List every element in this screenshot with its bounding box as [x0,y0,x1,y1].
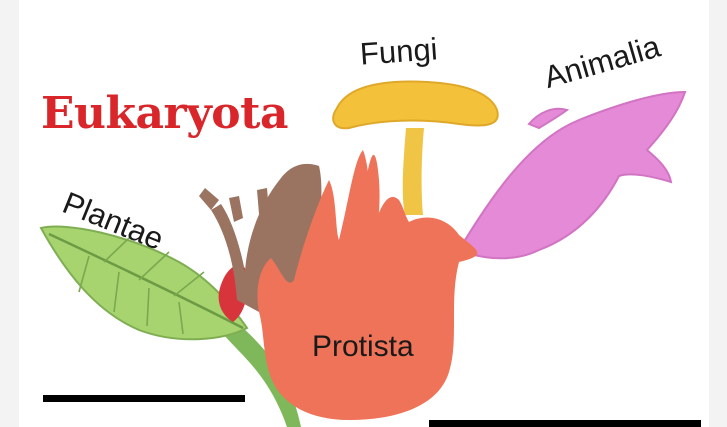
label-fungi: Fungi [359,31,439,72]
fungi-stalk [403,128,424,215]
black-bar-left [43,395,245,402]
label-protista: Protista [312,330,414,364]
mushroom-icon [333,82,498,129]
diagram-frame: Eukaryota Fungi Animalia Plantae Protist… [19,0,709,427]
black-bar-right [429,420,701,427]
diagram-title: Eukaryota [41,88,288,139]
